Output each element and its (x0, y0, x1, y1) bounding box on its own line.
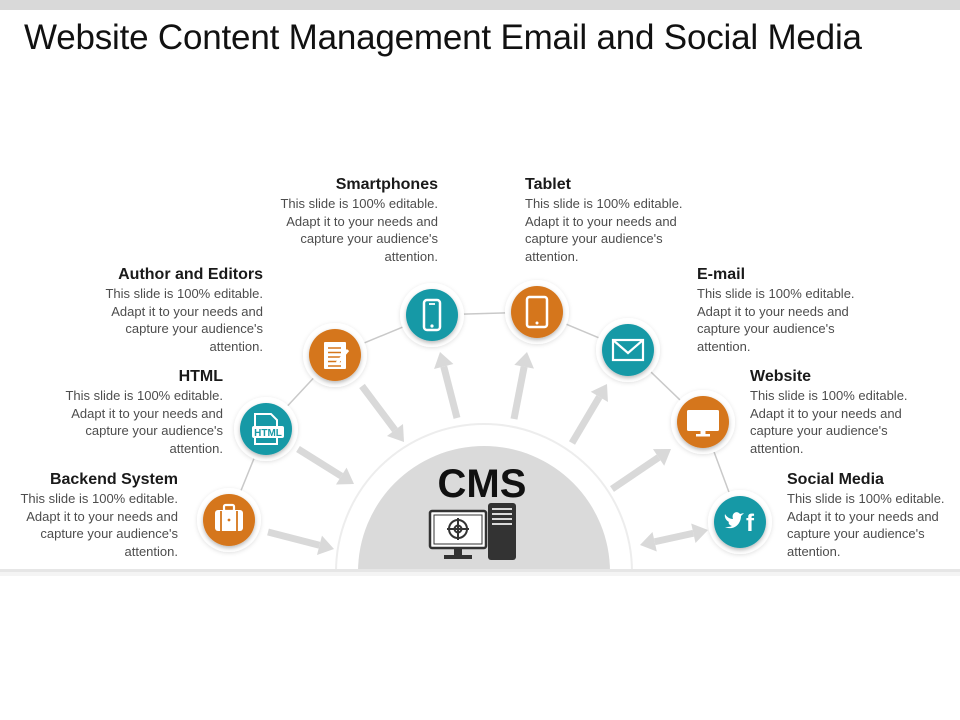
node-backend (197, 488, 261, 552)
document-edit-icon (324, 342, 350, 369)
connector-line (565, 323, 600, 339)
node-author (303, 323, 367, 387)
svg-text:HTML: HTML (254, 428, 282, 439)
connector-line (286, 377, 315, 407)
connector-line (239, 457, 256, 492)
node-email (596, 318, 660, 382)
briefcase-icon (215, 503, 243, 531)
email-text: E-mail This slide is 100% editable. Adap… (697, 265, 867, 355)
center-dome (358, 446, 610, 572)
tablet-description: This slide is 100% editable. Adapt it to… (525, 196, 683, 264)
tablet-title: Tablet (525, 176, 571, 193)
node-tablet (505, 280, 569, 344)
social-media-title: Social Media (787, 471, 884, 488)
smartphones-title: Smartphones (335, 176, 438, 193)
arrow (296, 446, 354, 485)
email-title: E-mail (697, 266, 746, 283)
backend-system-text: Backend System This slide is 100% editab… (8, 470, 178, 560)
author-editors-description: This slide is 100% editable. Adapt it to… (105, 286, 263, 354)
node-smartphones (400, 283, 464, 347)
connector-line (713, 450, 730, 494)
double-arrow (640, 523, 708, 552)
website-title: Website (750, 368, 812, 385)
arrow (359, 383, 404, 442)
arrow (610, 449, 671, 492)
node-circles: HTML f (197, 280, 772, 554)
page-title: Website Content Management Email and Soc… (24, 18, 862, 57)
cms-label: CMS (437, 462, 527, 506)
node-social: f (708, 490, 772, 554)
tablet-icon (525, 295, 549, 329)
arrows (267, 352, 708, 555)
backend-system-title: Backend System (49, 471, 178, 488)
website-description: This slide is 100% editable. Adapt it to… (750, 388, 908, 456)
social-media-text: Social Media This slide is 100% editable… (787, 470, 957, 560)
html-description: This slide is 100% editable. Adapt it to… (65, 388, 223, 456)
author-editors-title: Author and Editors (118, 266, 263, 283)
social-media-description: This slide is 100% editable. Adapt it to… (787, 491, 945, 559)
html-text: HTML This slide is 100% editable. Adapt … (53, 367, 223, 457)
connector-lines (239, 312, 730, 494)
computer-monitor-tower-icon (428, 503, 516, 560)
node-html: HTML (234, 397, 298, 461)
tablet-text: Tablet This slide is 100% editable. Adap… (525, 175, 695, 265)
arrow (568, 384, 608, 445)
html-file-icon: HTML (252, 413, 284, 445)
html-title: HTML (178, 368, 223, 385)
twitter-facebook-icon: f (724, 510, 755, 537)
svg-text:f: f (746, 510, 755, 537)
arrow (510, 352, 534, 420)
website-text: Website This slide is 100% editable. Ada… (750, 367, 920, 457)
smartphones-description: This slide is 100% editable. Adapt it to… (280, 196, 438, 264)
arrow (267, 528, 334, 555)
envelope-icon (611, 338, 645, 362)
arrow (434, 352, 461, 419)
base-line (0, 569, 960, 572)
smartphones-text: Smartphones This slide is 100% editable.… (268, 175, 438, 265)
monitor-icon (687, 410, 719, 437)
author-editors-text: Author and Editors This slide is 100% ed… (93, 265, 263, 355)
email-description: This slide is 100% editable. Adapt it to… (697, 286, 855, 354)
smartphone-icon (422, 298, 442, 332)
connector-line (649, 370, 682, 402)
backend-system-description: This slide is 100% editable. Adapt it to… (20, 491, 178, 559)
node-website (671, 390, 735, 454)
base-shadow (0, 572, 960, 576)
top-bar (0, 0, 960, 10)
connector-line (462, 312, 507, 315)
connector-line (363, 326, 404, 344)
